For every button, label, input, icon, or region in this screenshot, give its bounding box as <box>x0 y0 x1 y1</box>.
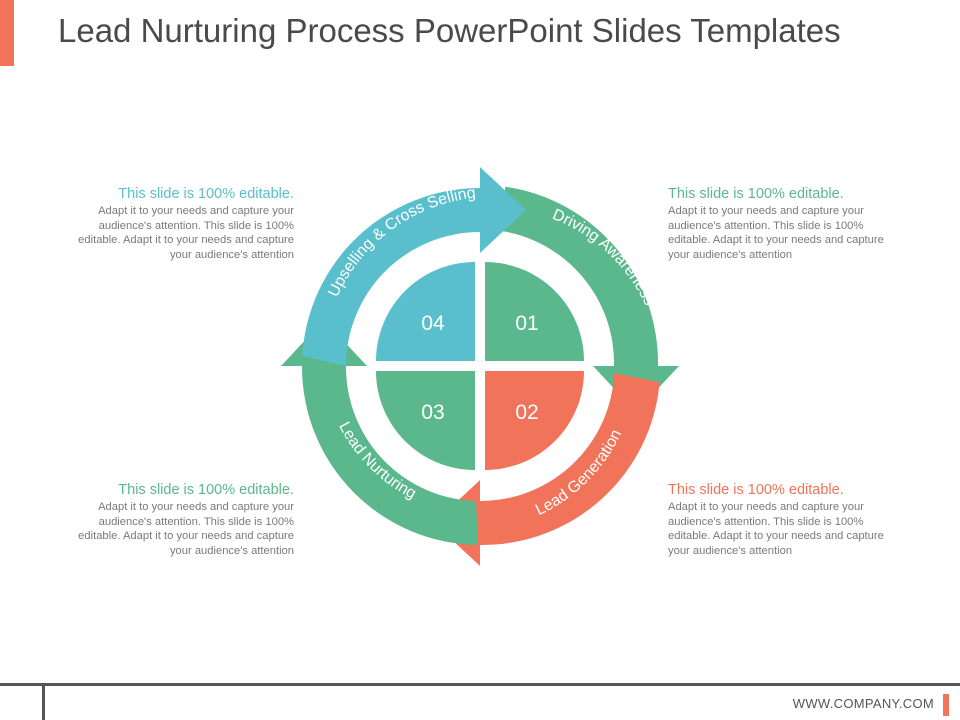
quadrant-number-04: 04 <box>421 312 445 335</box>
note-heading: This slide is 100% editable. <box>118 482 294 498</box>
note-body: Adapt it to your needs and capture your … <box>668 205 884 261</box>
quadrant-number-01: 01 <box>515 312 538 335</box>
ring-arrows <box>281 167 679 566</box>
ring-arrow-upselling-cross-selling <box>302 167 526 366</box>
ring-arrow-lead-generation <box>434 373 660 566</box>
quadrant-number-03: 03 <box>421 401 444 424</box>
footer-url: WWW.COMPANY.COM <box>792 696 934 711</box>
ring-arrow-lead-nurturing <box>281 320 478 545</box>
note-body: Adapt it to your needs and capture your … <box>668 501 884 557</box>
note-body: Adapt it to your needs and capture your … <box>78 205 294 261</box>
quadrant-number-02: 02 <box>515 401 538 424</box>
note-bottom-left: This slide is 100% editable. Adapt it to… <box>64 482 294 558</box>
slide-title: Lead Nurturing Process PowerPoint Slides… <box>58 12 841 49</box>
center-quadrants: 01 02 03 04 <box>376 262 584 470</box>
quadrant-01 <box>485 262 584 361</box>
footer-divider <box>0 683 960 686</box>
quadrant-03 <box>376 371 475 470</box>
note-bottom-right: This slide is 100% editable. Adapt it to… <box>668 482 898 558</box>
note-heading: This slide is 100% editable. <box>668 186 844 202</box>
note-top-left: This slide is 100% editable. Adapt it to… <box>64 186 294 262</box>
note-heading: This slide is 100% editable. <box>668 482 844 498</box>
note-top-right: This slide is 100% editable. Adapt it to… <box>668 186 898 262</box>
note-body: Adapt it to your needs and capture your … <box>78 501 294 557</box>
footer-accent-bar <box>943 694 949 716</box>
quadrant-04 <box>376 262 475 361</box>
title-accent-bar <box>0 0 14 66</box>
footer-left-bar <box>42 686 45 720</box>
quadrant-02 <box>485 371 584 470</box>
note-heading: This slide is 100% editable. <box>118 186 294 202</box>
ring-arrow-driving-awareness <box>499 186 679 412</box>
